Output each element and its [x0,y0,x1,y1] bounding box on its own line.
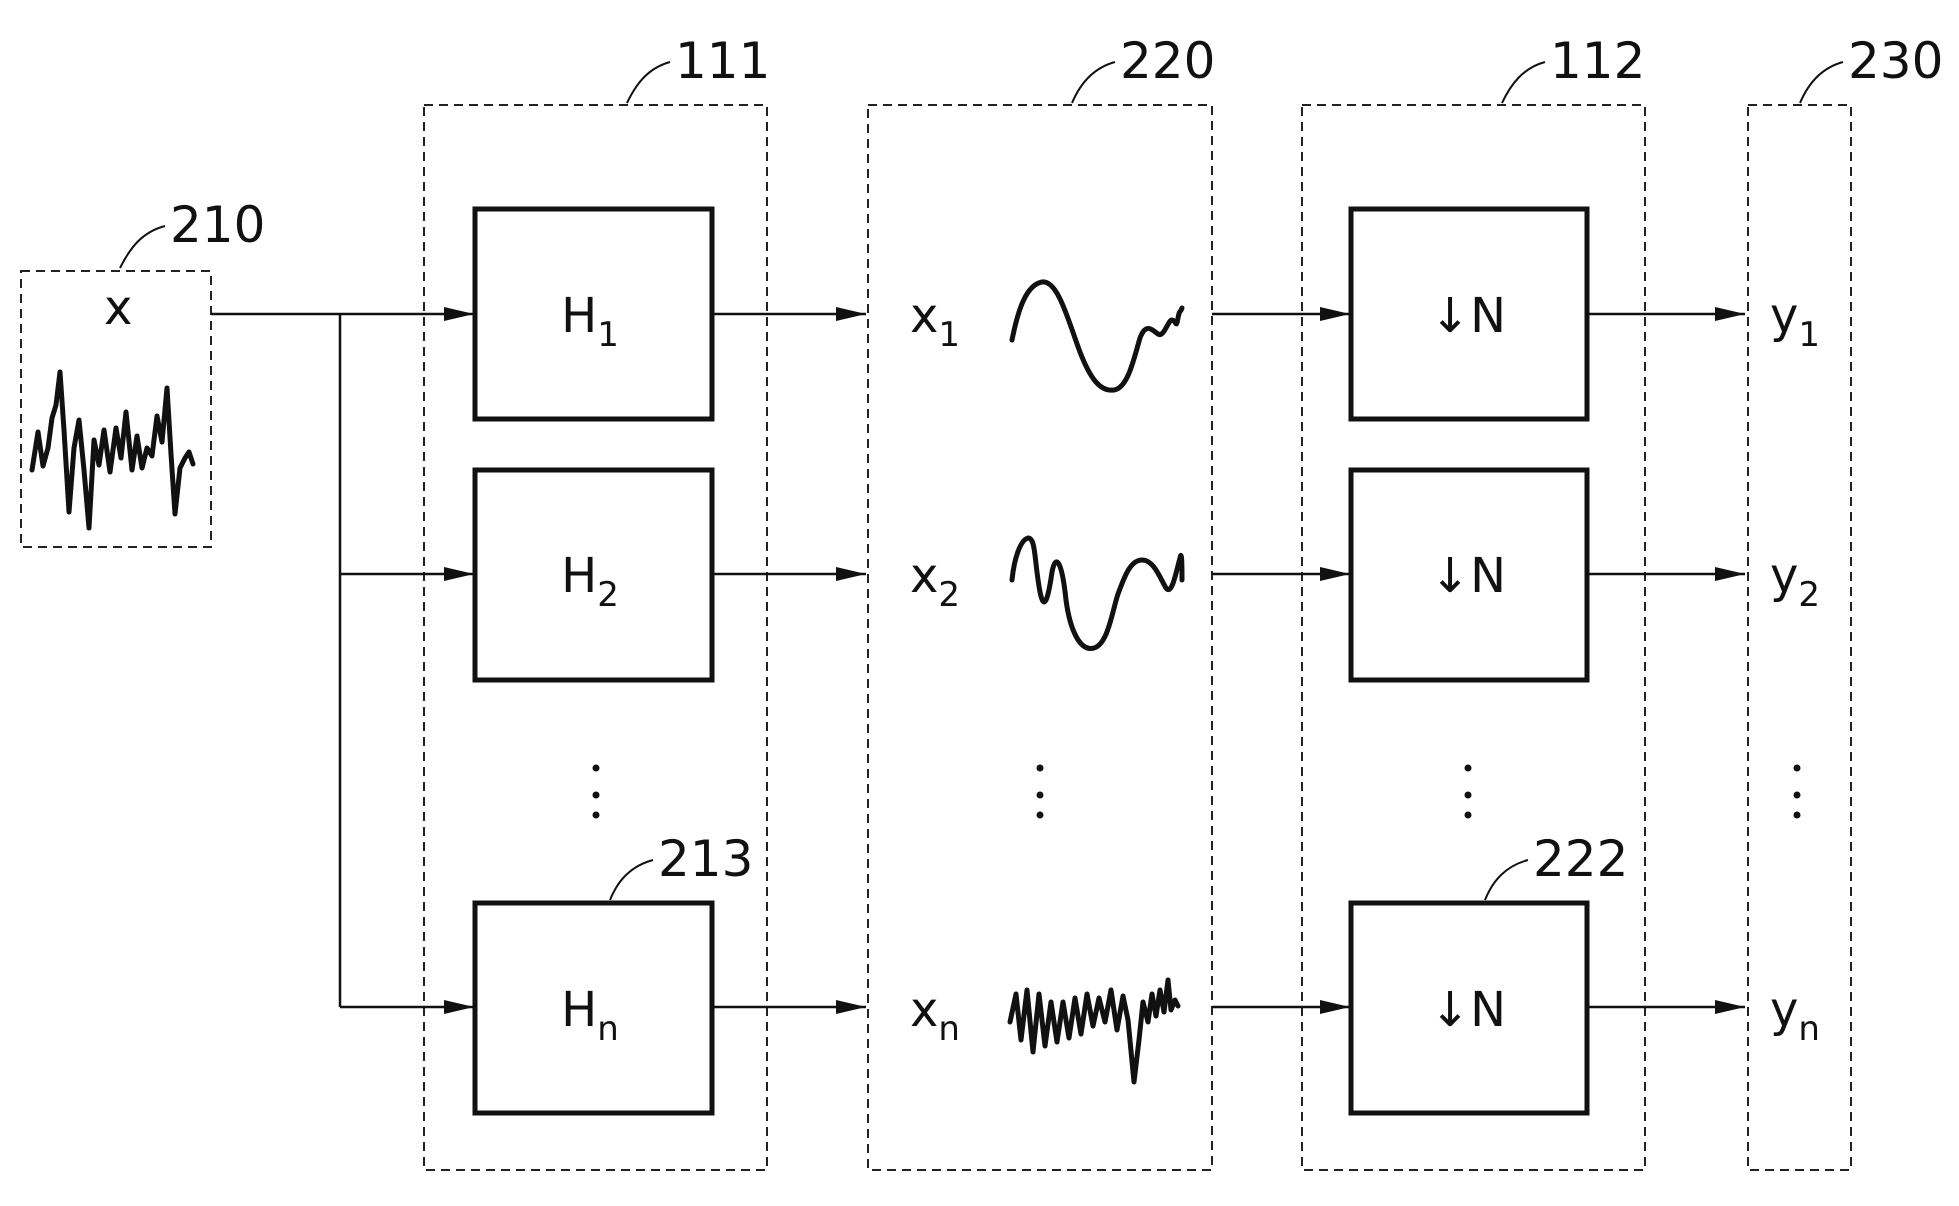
downsampler-ellipsis-dot [1465,792,1472,799]
filter-ellipsis-dot [593,792,600,799]
leader-111 [627,62,670,103]
ref-filter-bank: 111 [675,32,770,90]
ref-input-group: 210 [170,196,265,254]
output-label-y1: y1 [1770,288,1820,355]
output-label-y2: y2 [1770,548,1820,615]
output-ellipsis-dot [1794,812,1801,819]
leader-210 [120,226,165,268]
output-label-yn: yn [1770,982,1820,1049]
signal-label-x2: x2 [910,548,960,615]
input-label: x [104,280,132,336]
down-arrow-icon: ↓ [1430,288,1470,344]
downsampler-label-n: ↓N [1430,982,1506,1038]
leader-213 [610,860,653,900]
signal-waveform-x1 [1012,282,1182,390]
downsampler-label-2: ↓N [1430,548,1506,604]
ref-filter-n: 213 [658,830,753,888]
downsampler-ellipsis-dot [1465,765,1472,772]
output-ellipsis-dot [1794,792,1801,799]
leader-230 [1800,62,1843,103]
down-arrow-icon: ↓ [1430,548,1470,604]
ref-downsampler-bank: 112 [1550,32,1645,90]
signal-label-xn: xn [910,982,960,1049]
leader-222 [1485,860,1528,900]
ref-filtered-signals: 220 [1120,32,1215,90]
signal-waveform-x2 [1012,538,1182,648]
signal-ellipsis-dot [1037,812,1044,819]
leader-112 [1502,62,1545,103]
input-waveform [32,372,193,528]
signal-waveform-xn [1010,980,1178,1082]
ref-outputs: 230 [1848,32,1943,90]
downsampler-ellipsis-dot [1465,812,1472,819]
filter-ellipsis-dot [593,812,600,819]
leader-220 [1072,62,1115,103]
downsampler-label-1: ↓N [1430,288,1506,344]
filter-ellipsis-dot [593,765,600,772]
signal-ellipsis-dot [1037,792,1044,799]
signal-ellipsis-dot [1037,765,1044,772]
output-ellipsis-dot [1794,765,1801,772]
ref-downsampler-n: 222 [1533,830,1628,888]
down-arrow-icon: ↓ [1430,982,1470,1038]
signal-label-x1: x1 [910,288,960,355]
